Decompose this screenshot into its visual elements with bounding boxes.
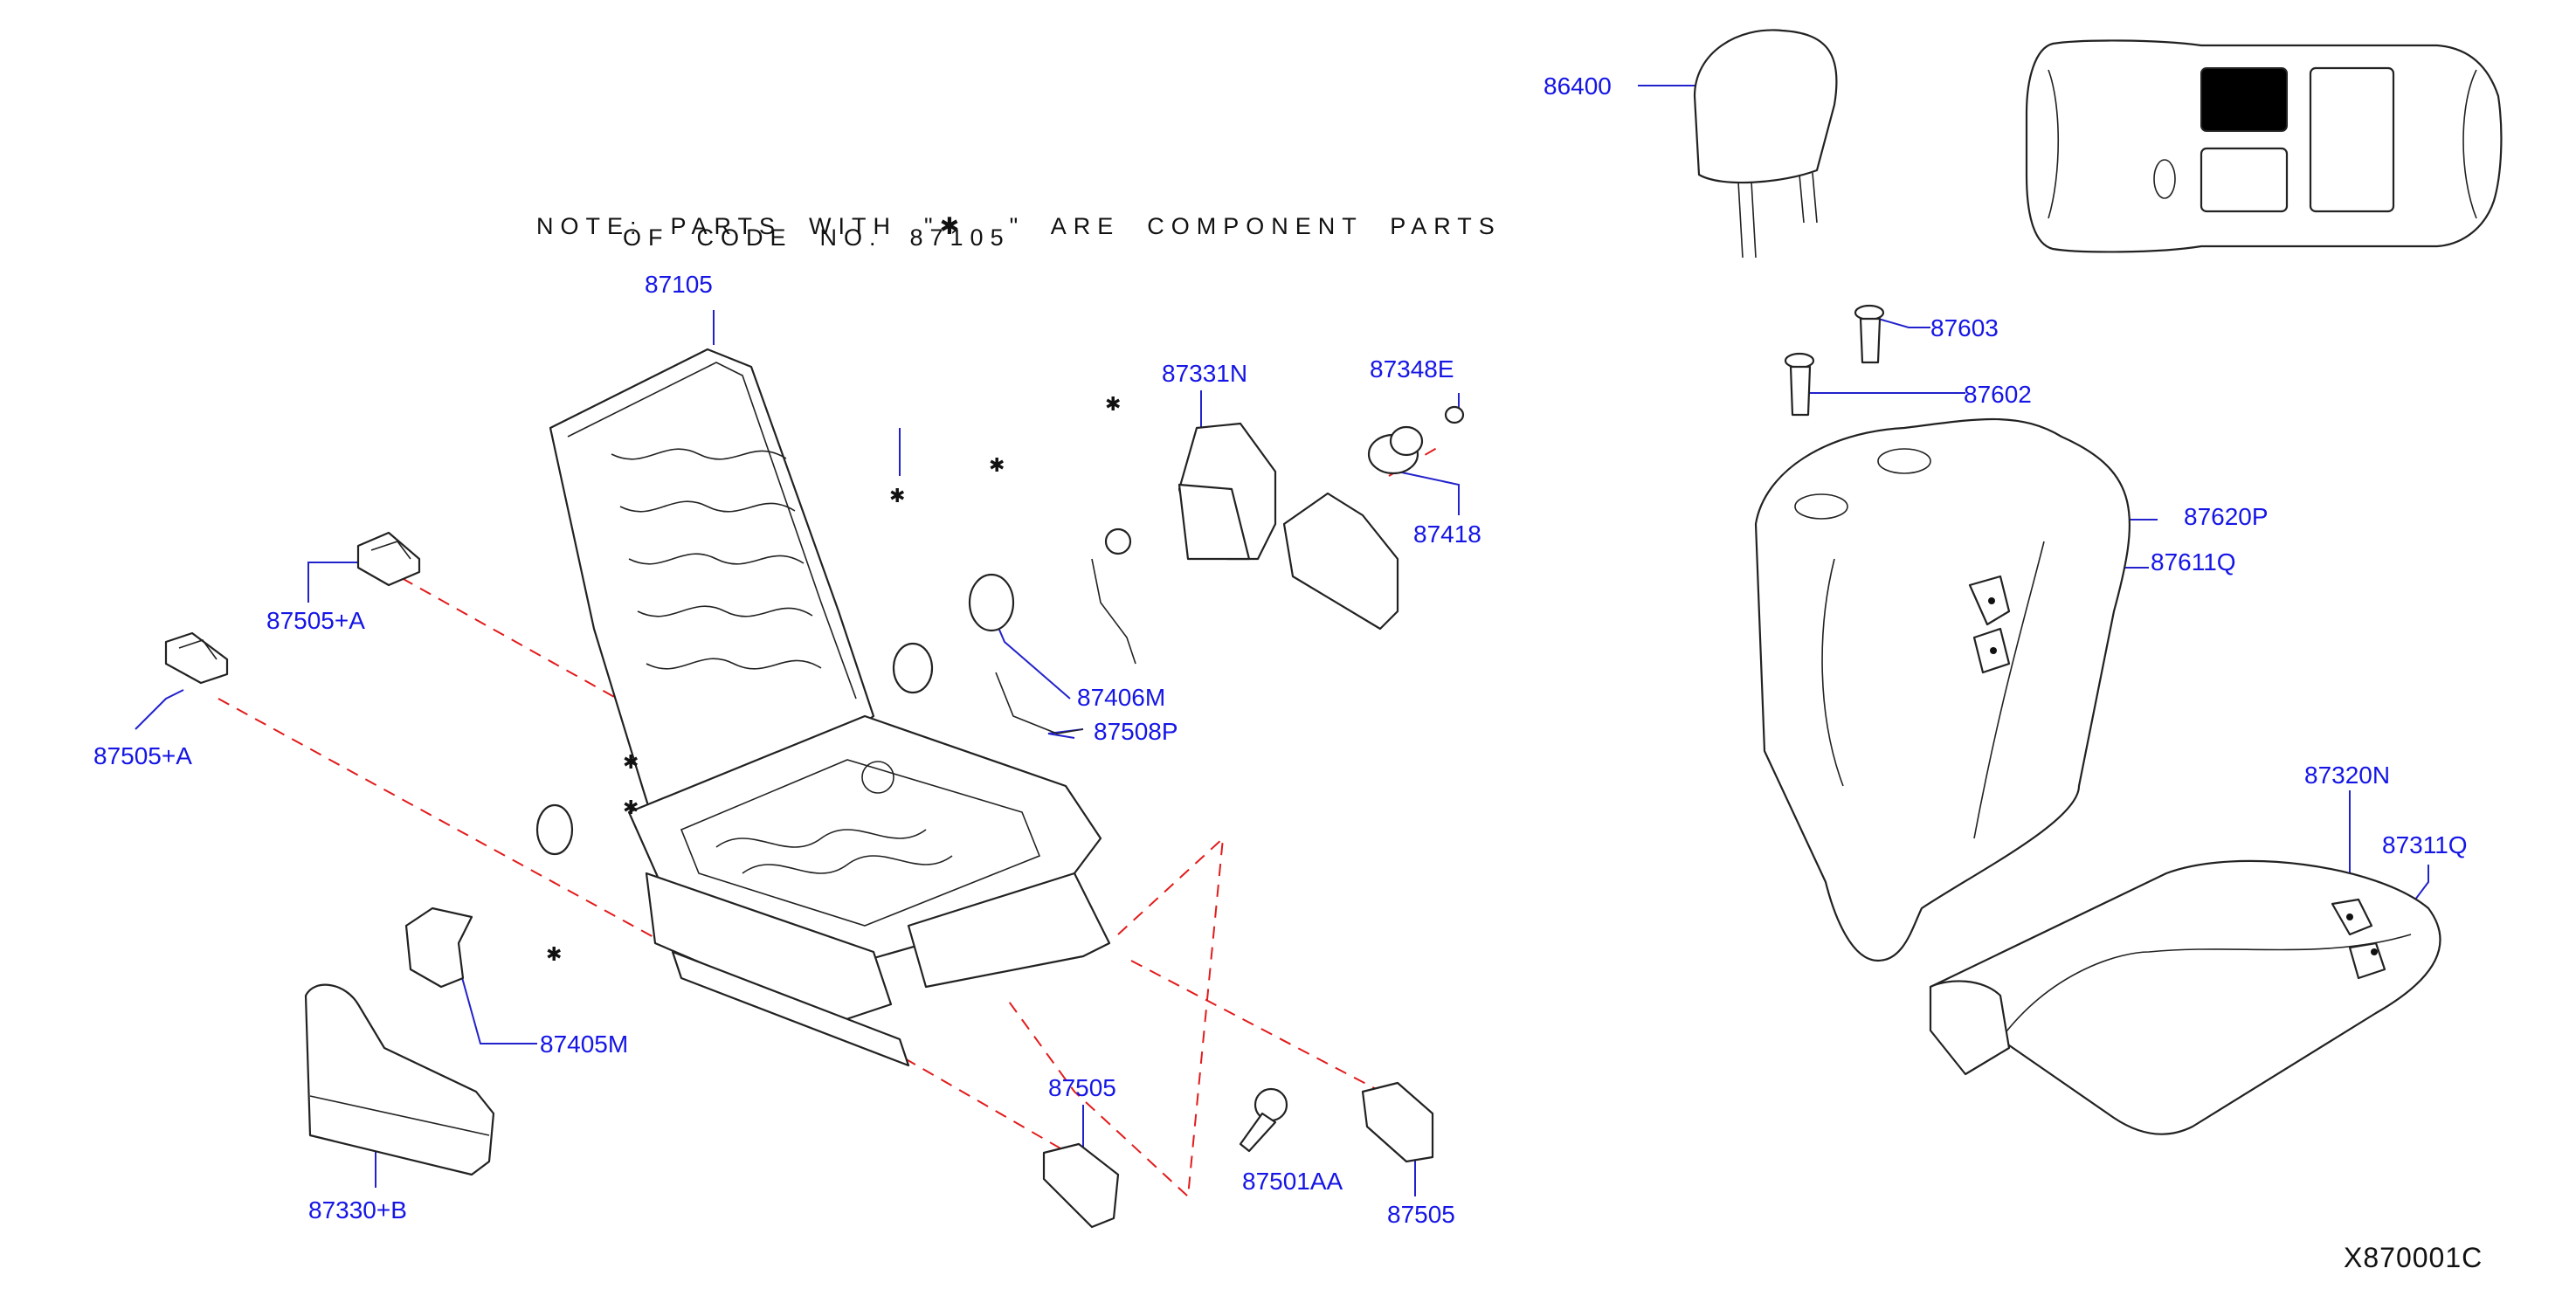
asterisk-flower-icon: ✱ xyxy=(939,213,960,239)
asterisk-flower-icon: ✱ xyxy=(989,455,1005,477)
seat-frame-87105 xyxy=(549,348,1111,1067)
label-87620p: 87620P xyxy=(2184,503,2269,530)
label-87505a-lower: 87505+A xyxy=(93,742,192,769)
seat-cushion-trim xyxy=(1929,859,2441,1135)
label-87505a-upper: 87505+A xyxy=(266,607,365,634)
ring-87406m xyxy=(892,573,1015,694)
label-87348e: 87348E xyxy=(1370,355,1454,383)
label-87508p: 87508P xyxy=(1094,718,1178,745)
label-87311q: 87311Q xyxy=(2382,831,2468,858)
label-87505-right: 87505 xyxy=(1387,1201,1455,1228)
label-87505-mid: 87505 xyxy=(1048,1074,1116,1101)
guide-87602 xyxy=(1784,352,1815,417)
guide-87603 xyxy=(1854,304,1885,364)
asterisk-flower-icon: ✱ xyxy=(623,797,639,819)
bracket-87405m xyxy=(404,907,473,989)
label-87603: 87603 xyxy=(1930,314,1999,341)
label-87602: 87602 xyxy=(1964,381,2032,408)
label-87418: 87418 xyxy=(1413,520,1481,548)
asterisk-flower-icon: ✱ xyxy=(546,944,562,966)
label-87330b: 87330+B xyxy=(308,1196,407,1224)
cable-87508p xyxy=(995,527,1136,734)
bolt-87501aa xyxy=(1239,1087,1288,1153)
knob-87418 xyxy=(1367,425,1424,475)
clip-87505-mid xyxy=(1042,1142,1120,1229)
label-86400: 86400 xyxy=(1544,72,1612,100)
label-87406m: 87406M xyxy=(1077,684,1166,711)
seat-location-marker xyxy=(2200,67,2288,132)
clip-87505-right xyxy=(1361,1081,1434,1163)
note-line-1: NOTE: PARTS WITH "✱ " ARE COMPONENT PARTS xyxy=(509,186,1502,240)
clip-87505a-lower xyxy=(164,631,229,685)
clip-87348e xyxy=(1444,405,1465,424)
ring-lower xyxy=(535,803,574,856)
asterisk-flower-icon: ✱ xyxy=(889,486,905,507)
note-suffix: " ARE COMPONENT PARTS xyxy=(1009,213,1502,239)
label-87611q: 87611Q xyxy=(2151,548,2236,576)
headrest-86400 xyxy=(1693,29,1838,259)
component-marks: ✱ ✱ ✱ ✱ ✱ ✱ xyxy=(546,394,1121,966)
cover-87331n xyxy=(1178,422,1277,561)
diagram-code: X870001C xyxy=(2344,1242,2483,1273)
asterisk-flower-icon: ✱ xyxy=(623,752,639,774)
asterisk-flower-icon: ✱ xyxy=(1105,394,1121,416)
note-line-2: OF CODE NO. 87105 xyxy=(623,224,1011,251)
seat-back-trim xyxy=(1754,417,2131,962)
label-87105: 87105 xyxy=(645,271,713,298)
markers xyxy=(1968,575,2386,980)
label-87320n: 87320N xyxy=(2304,762,2391,789)
label-87331n: 87331N xyxy=(1162,360,1248,387)
label-87405m: 87405M xyxy=(540,1031,629,1058)
cover-87418 xyxy=(1282,492,1399,631)
note-prefix: NOTE: PARTS WITH " xyxy=(536,213,940,239)
car-top-view-icon xyxy=(2025,39,2503,253)
label-87501aa: 87501AA xyxy=(1242,1168,1343,1195)
clip-87505a-upper xyxy=(356,531,421,587)
finisher-87330b xyxy=(304,983,495,1176)
